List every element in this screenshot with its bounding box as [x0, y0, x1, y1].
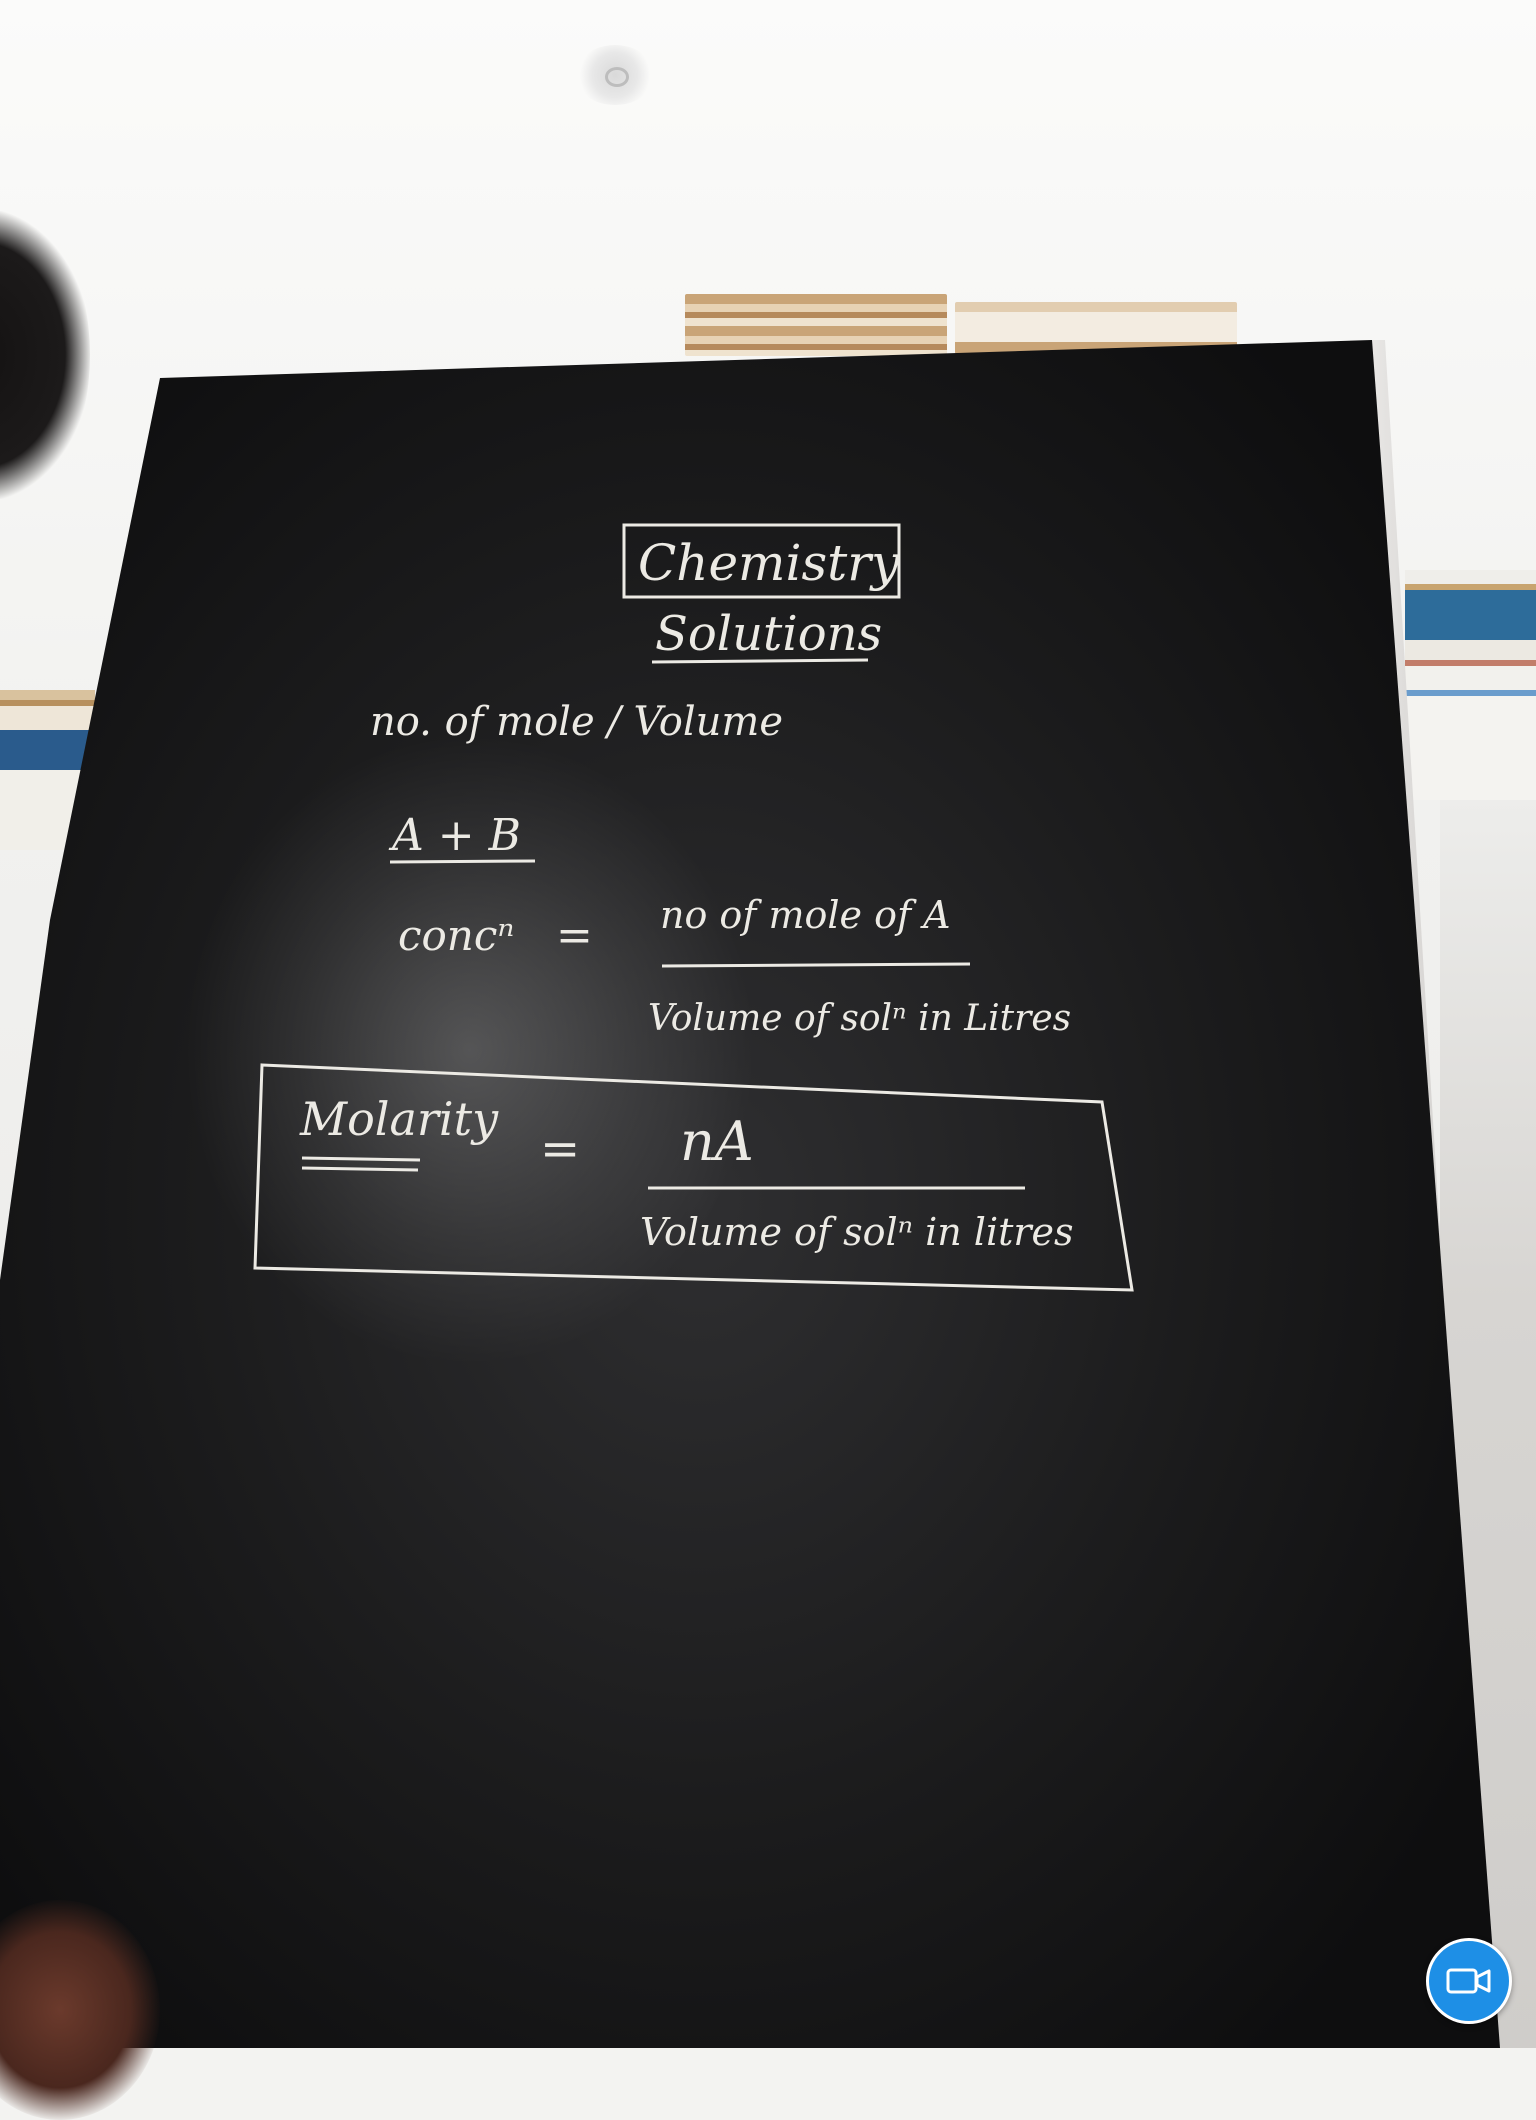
reaction: A + B — [388, 810, 521, 861]
molarity-equals: = — [540, 1121, 580, 1177]
molarity-box — [253, 1063, 1134, 1292]
conc-fraction-bar — [661, 962, 971, 968]
blackboard — [0, 340, 1500, 2048]
ceiling-light — [575, 45, 655, 105]
shelf-right — [1405, 570, 1536, 800]
subtitle: Solutions — [655, 606, 882, 662]
molarity-underline-1 — [301, 1156, 421, 1162]
molarity-label: Molarity — [299, 1092, 499, 1146]
conc-equals: = — [556, 910, 593, 961]
moles-per-volume: no. of mole / Volume — [370, 699, 783, 745]
molarity-numerator: nA — [680, 1110, 754, 1173]
video-camera-icon — [1446, 1968, 1491, 1994]
conc-numerator: no of mole of A — [660, 893, 951, 937]
shelf-books-top — [685, 294, 947, 356]
chalk-writing: Chemistry Solutions no. of mole / Volume… — [253, 523, 1134, 1292]
molarity-denominator: Volume of solⁿ in litres — [640, 1210, 1074, 1254]
subtitle-underline — [651, 658, 869, 664]
title-box — [622, 523, 901, 599]
video-record-button[interactable] — [1426, 1938, 1512, 2024]
molarity-underline-2 — [301, 1166, 419, 1172]
shelf-books-top-right — [955, 302, 1237, 354]
title: Chemistry — [638, 534, 900, 592]
conc-label: concⁿ — [398, 911, 514, 960]
reaction-underline — [389, 859, 536, 864]
conc-denominator: Volume of solⁿ in Litres — [648, 998, 1071, 1039]
